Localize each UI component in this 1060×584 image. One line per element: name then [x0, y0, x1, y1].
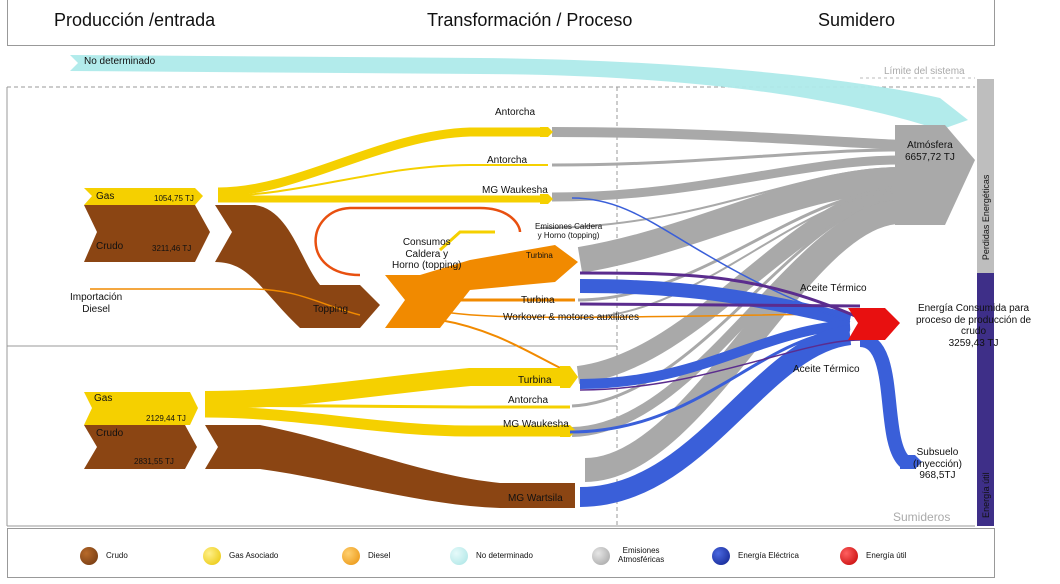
- legend-gas: Gas Asociado: [203, 547, 278, 565]
- label-consumos: Consumos Caldera y Horno (topping): [392, 237, 462, 271]
- label-limite: Límite del sistema: [884, 66, 965, 77]
- header-transformation: Transformación / Proceso: [427, 10, 633, 30]
- label-mg-wartsila: MG Wartsila: [508, 493, 563, 504]
- label-aceite1: Aceite Térmico: [800, 283, 867, 294]
- header-production: Producción /entrada: [54, 10, 216, 30]
- flow-crudo-wartsila: [205, 425, 575, 508]
- label-gas1-value: 1054,75 TJ: [154, 194, 194, 203]
- atmosfera-node: [895, 125, 975, 225]
- legend-emisiones-label: Emisiones Atmosféricas: [618, 546, 665, 564]
- antorcha1-arrow: [540, 127, 553, 137]
- label-turbina3: Turbina: [518, 375, 552, 386]
- legend-gas-label: Gas Asociado: [229, 550, 279, 560]
- label-importacion: Importación Diesel: [70, 292, 123, 315]
- legend-util-swatch: [840, 547, 858, 565]
- flow-topping-process: [385, 245, 578, 328]
- legend-box: [7, 528, 995, 578]
- label-topping: Topping: [313, 304, 349, 315]
- flow-import-diesel: [90, 288, 361, 316]
- legend-electrica: Energía Eléctrica: [712, 547, 799, 565]
- legend-electrica-label: Energía Eléctrica: [738, 550, 799, 560]
- perdidas-band: [977, 79, 994, 273]
- label-antorcha3: Antorcha: [508, 395, 549, 406]
- label-gas2: Gas: [94, 393, 113, 404]
- flow-crudo-consumos: [314, 206, 522, 277]
- legend-util-label: Energía útil: [866, 550, 907, 560]
- label-perdidas: Perdidas Energéticas: [980, 174, 991, 261]
- legend-no-determinado-label: No determinado: [476, 550, 533, 560]
- emission-flows: [539, 127, 902, 482]
- energia-util-band: [977, 273, 994, 526]
- legend-crudo-label: Crudo: [106, 550, 128, 560]
- flow-no-determinado: [70, 55, 968, 130]
- flow-crudo-topping: [215, 205, 380, 328]
- label-gas2-value: 2129,44 TJ: [146, 414, 186, 423]
- label-sumideros: Sumideros: [893, 510, 951, 524]
- label-mg-waukesha2: MG Waukesha: [503, 419, 569, 430]
- label-no-determinado: No determinado: [84, 56, 156, 67]
- legend-no-determinado: No determinado: [450, 547, 533, 565]
- label-antorcha1: Antorcha: [495, 107, 536, 118]
- legend-crudo: Crudo: [80, 547, 128, 565]
- label-turbina1: Turbina: [526, 251, 553, 260]
- label-crudo2-value: 2831,55 TJ: [134, 457, 174, 466]
- label-gas1: Gas: [96, 191, 115, 202]
- legend-diesel: Diesel: [342, 547, 390, 565]
- legend-crudo-swatch: [80, 547, 98, 565]
- label-workover: Workover & motores auxiliares: [503, 312, 639, 323]
- crudo1-arrow: [84, 205, 210, 262]
- label-subsuelo: Subsuelo (Inyección) 968,5TJ: [913, 447, 962, 481]
- legend-emisiones-swatch: [592, 547, 610, 565]
- label-crudo1-value: 3211,46 TJ: [152, 244, 192, 253]
- flow-workover: [429, 309, 871, 319]
- label-atmosfera: Atmósfera 6657,72 TJ: [905, 140, 955, 163]
- turbina3-arrow: [560, 366, 578, 388]
- mg-waukesha2-arrow: [560, 425, 576, 437]
- label-energia-util: Energía útil: [980, 472, 991, 518]
- label-aceite2: Aceite Térmico: [793, 364, 860, 375]
- legend-no-determinado-swatch: [450, 547, 468, 565]
- label-crudo2: Crudo: [96, 428, 124, 439]
- legend-emisiones: Emisiones Atmosféricas: [592, 546, 665, 565]
- label-antorcha2: Antorcha: [487, 155, 528, 166]
- gas1-arrow: [84, 188, 203, 205]
- legend-diesel-swatch: [342, 547, 360, 565]
- header-sink: Sumidero: [818, 10, 896, 30]
- label-emisiones: Emisiones Caldera y Horno (topping): [535, 222, 603, 241]
- mg-waukesha1-arrow: [540, 194, 553, 204]
- label-turbina2: Turbina: [521, 295, 555, 306]
- gas-flows-bottom: [204, 368, 570, 437]
- gas2-arrow: [84, 392, 198, 425]
- thermal-oil-flows: [579, 271, 861, 391]
- label-crudo1: Crudo: [96, 241, 124, 252]
- legend-electrica-swatch: [712, 547, 730, 565]
- label-mg-waukesha1: MG Waukesha: [482, 185, 548, 196]
- legend-diesel-label: Diesel: [368, 550, 391, 560]
- gas-flows-top: [217, 127, 548, 252]
- legend-util: Energía útil: [840, 547, 906, 565]
- subsuelo-arrow: [900, 455, 922, 469]
- energia-util-node: [848, 308, 900, 340]
- crudo2-arrow: [84, 425, 197, 469]
- legend-gas-swatch: [203, 547, 221, 565]
- header-box: [7, 0, 995, 46]
- flow-diesel-down: [439, 319, 576, 376]
- label-energia-consumida: Energía Consumida para proceso de produc…: [916, 303, 1032, 349]
